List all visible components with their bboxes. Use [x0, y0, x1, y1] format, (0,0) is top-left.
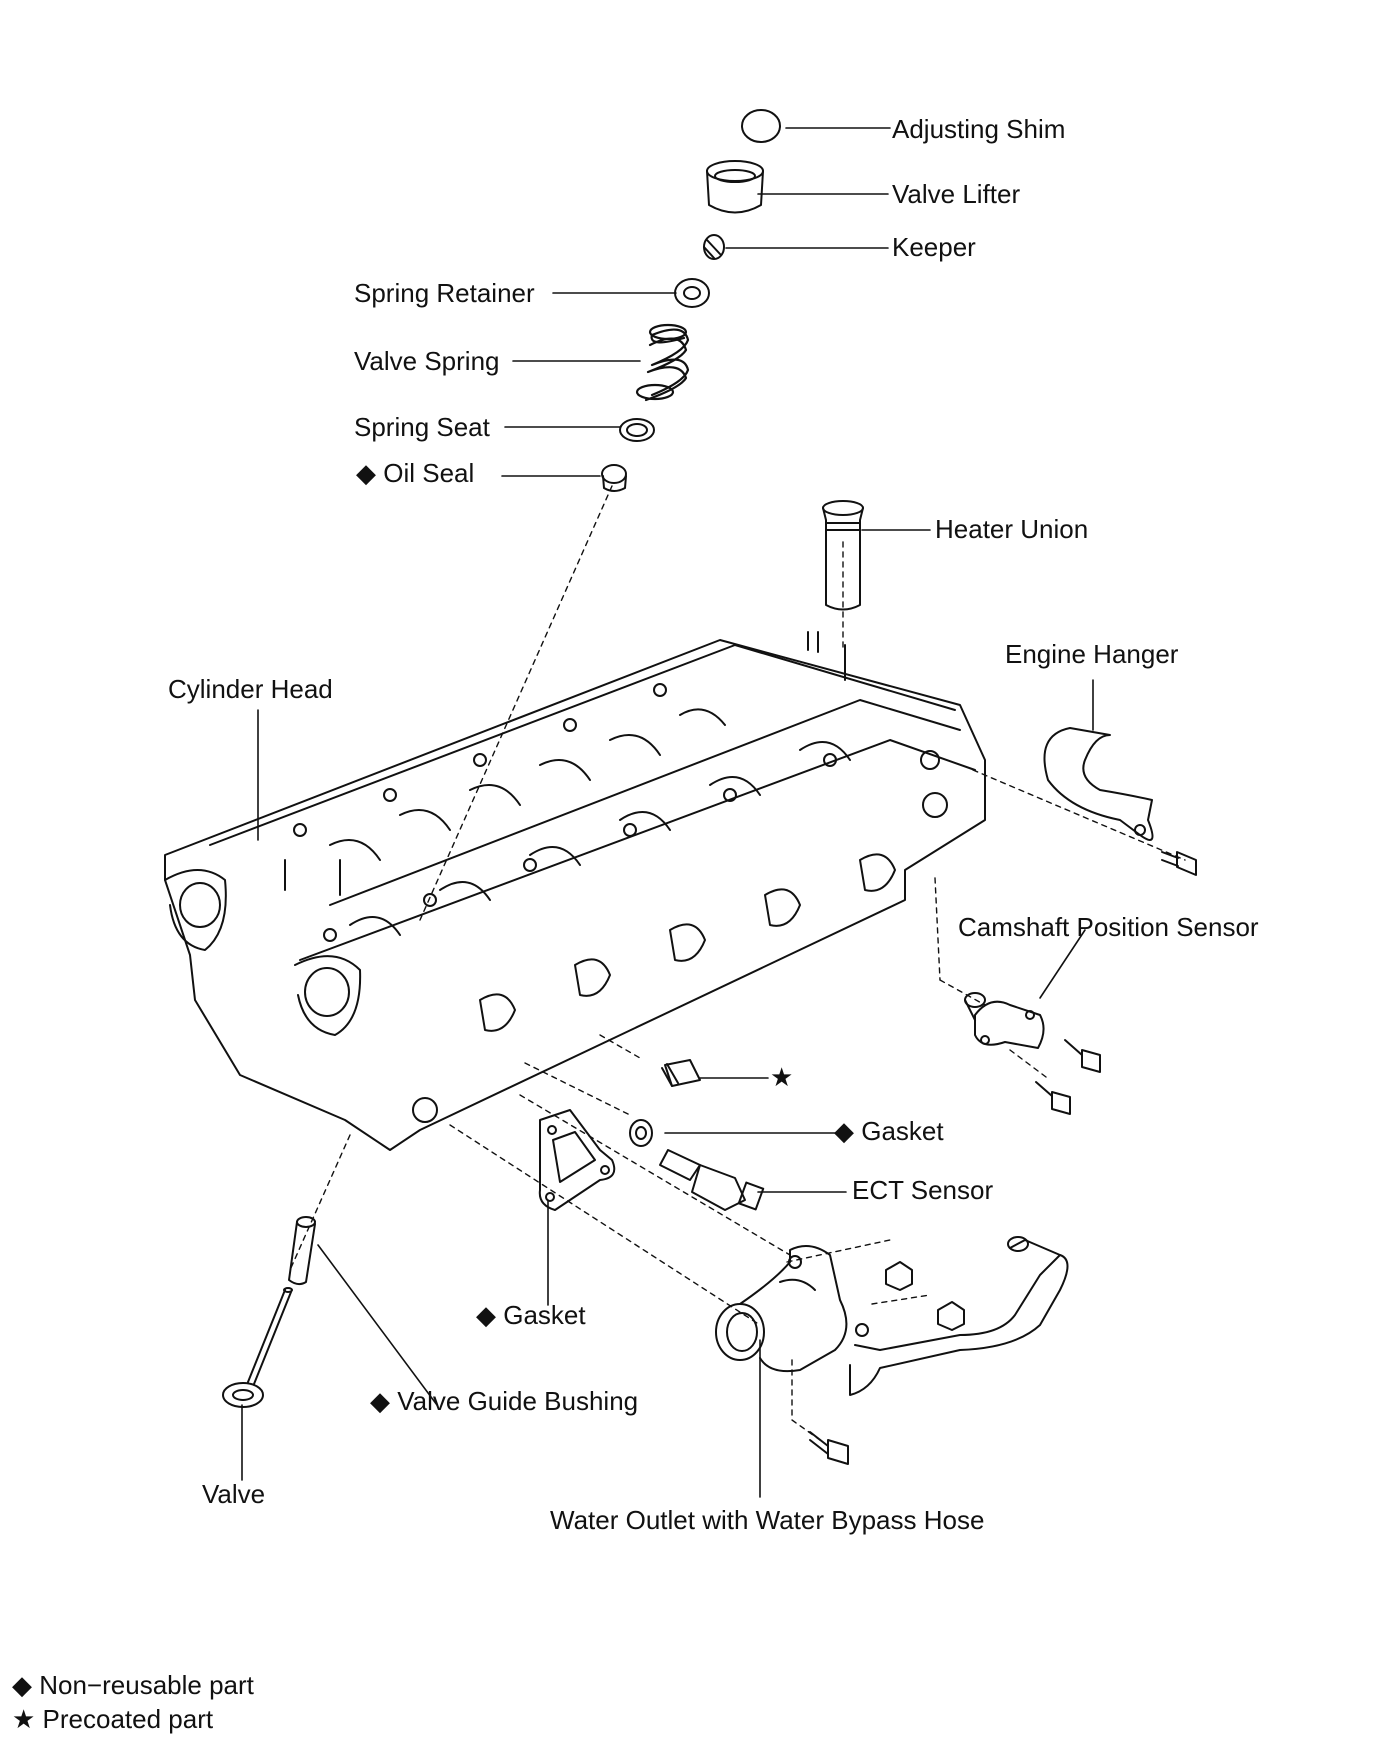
- valve-part: [222, 1287, 293, 1408]
- adjusting-shim-part: [741, 109, 781, 143]
- label-valve-guide-bushing: ◆ Valve Guide Bushing: [370, 1386, 638, 1416]
- ect-gasket-part: [629, 1119, 653, 1147]
- non-reusable-marker: ◆: [476, 1300, 496, 1330]
- label-gasket-outlet-text: Gasket: [503, 1300, 586, 1330]
- spring-seat-part: [619, 418, 655, 442]
- label-camshaft-position-sensor: Camshaft Position Sensor: [958, 912, 1259, 942]
- label-gasket-outlet: ◆ Gasket: [476, 1300, 586, 1330]
- legend-precoated-marker: ★: [12, 1704, 36, 1734]
- label-heater-union: Heater Union: [935, 514, 1089, 544]
- label-ect-sensor: ECT Sensor: [852, 1175, 994, 1205]
- label-valve-lifter: Valve Lifter: [892, 179, 1021, 209]
- label-valve: Valve: [202, 1479, 266, 1509]
- engine-hanger-bolt: [1161, 851, 1197, 876]
- water-outlet-gasket-part: [538, 1109, 616, 1211]
- label-spring-seat: Spring Seat: [354, 412, 490, 442]
- label-engine-hanger: Engine Hanger: [1005, 639, 1179, 669]
- non-reusable-marker: ◆: [356, 458, 376, 488]
- label-spring-retainer: Spring Retainer: [354, 278, 535, 308]
- water-outlet-bolt: [809, 1431, 849, 1465]
- legend-non-reusable: ◆ Non−reusable part: [12, 1670, 254, 1700]
- legend-non-reusable-marker: ◆: [12, 1670, 32, 1700]
- plug-part: [661, 1059, 701, 1087]
- alignment-lines: [289, 485, 1186, 1441]
- label-plug-precoated: ★: [770, 1062, 794, 1092]
- spring-retainer-part: [674, 278, 710, 308]
- non-reusable-marker: ◆: [370, 1386, 390, 1416]
- label-adjusting-shim: Adjusting Shim: [892, 114, 1066, 144]
- label-gasket-ect-text: Gasket: [861, 1116, 944, 1146]
- valve-spring-part: [635, 323, 690, 402]
- cylinder-head-part: [164, 631, 986, 1151]
- label-valve-spring: Valve Spring: [354, 346, 500, 376]
- water-outlet-part: [715, 1236, 1069, 1396]
- oil-seal-part: [601, 464, 627, 492]
- keeper-part: [703, 234, 725, 260]
- legend-precoated-text: Precoated part: [42, 1704, 214, 1734]
- leader-lines: [241, 127, 1094, 1498]
- label-cylinder-head: Cylinder Head: [168, 674, 333, 704]
- label-valve-guide-bushing-text: Valve Guide Bushing: [397, 1386, 639, 1416]
- label-gasket-ect: ◆ Gasket: [834, 1116, 944, 1146]
- water-outlet-nuts: [885, 1261, 965, 1331]
- engine-hanger-part: [1043, 727, 1154, 841]
- label-water-outlet: Water Outlet with Water Bypass Hose: [550, 1505, 985, 1535]
- label-oil-seal: ◆ Oil Seal: [356, 458, 474, 488]
- sensor-bolts: [1035, 1039, 1101, 1115]
- heater-union-part: [822, 500, 864, 611]
- label-oil-seal-text: Oil Seal: [383, 458, 475, 488]
- valve-guide-bushing-part: [288, 1216, 316, 1286]
- camshaft-position-sensor-part: [964, 992, 1045, 1049]
- legend-non-reusable-text: Non−reusable part: [39, 1670, 254, 1700]
- legend-precoated: ★ Precoated part: [12, 1704, 213, 1734]
- non-reusable-marker: ◆: [834, 1116, 854, 1146]
- valve-lifter-part: [706, 160, 764, 214]
- label-keeper: Keeper: [892, 232, 976, 262]
- ect-sensor-part: [659, 1149, 765, 1211]
